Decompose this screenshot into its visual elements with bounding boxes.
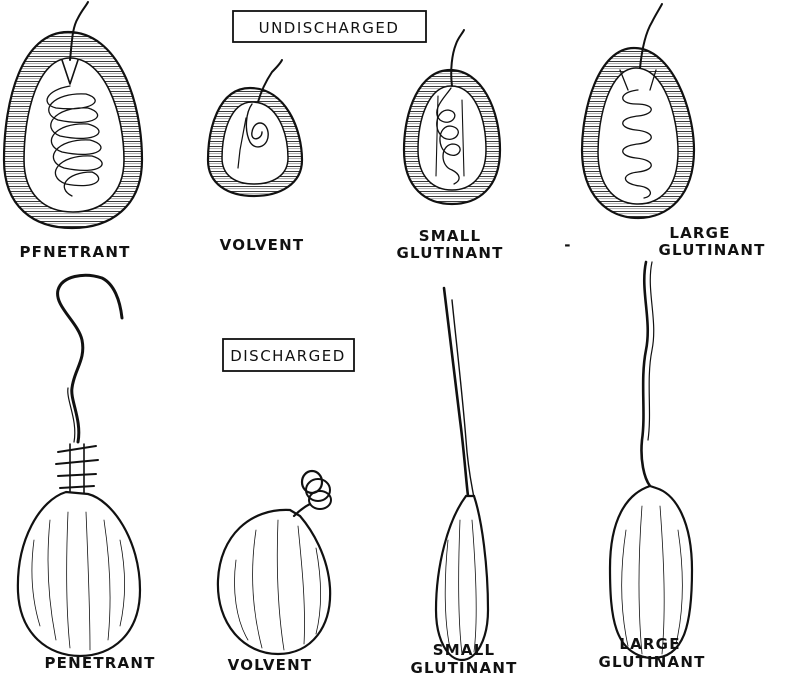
discharged-large-glutinant: [610, 262, 692, 658]
undischarged-penetrant-label: PFNETRANT: [19, 243, 130, 261]
undischarged-heading: UNDISCHARGED: [233, 11, 426, 42]
undischarged-volvent-capsule: [208, 60, 302, 196]
label-line: GLUTINANT: [598, 653, 705, 671]
discharged-heading-text: DISCHARGED: [230, 347, 346, 365]
discharged-penetrant: [18, 275, 140, 656]
label-line: GLUTINANT: [658, 241, 765, 259]
discharged-small-glutinant-label: SMALL GLUTINANT: [410, 641, 517, 677]
stray-mark: -: [564, 236, 571, 254]
discharged-volvent: [218, 471, 331, 654]
discharged-small-glutinant: [436, 288, 488, 660]
label-line: GLUTINANT: [410, 659, 517, 677]
discharged-volvent-label: VOLVENT: [228, 656, 313, 674]
undischarged-penetrant-capsule: [4, 2, 142, 228]
label-line: LARGE: [669, 224, 730, 242]
discharged-penetrant-label: PENETRANT: [44, 654, 155, 672]
label-line: PFNETRANT: [19, 243, 130, 261]
undischarged-volvent-label: VOLVENT: [220, 236, 305, 254]
label-line: VOLVENT: [228, 656, 313, 674]
undischarged-large-glutinant-capsule: [582, 4, 694, 218]
undischarged-large-glutinant-label: LARGE GLUTINANT: [658, 224, 765, 259]
volvent-coil: [294, 471, 331, 516]
label-line: LARGE: [619, 635, 680, 653]
discharged-large-glutinant-label: LARGE GLUTINANT: [598, 635, 705, 671]
undischarged-small-glutinant-label: SMALL GLUTINANT: [396, 227, 503, 262]
discharged-heading: DISCHARGED: [223, 339, 354, 371]
label-line: SMALL: [419, 227, 481, 245]
undischarged-small-glutinant-capsule: [404, 30, 500, 204]
label-line: SMALL: [433, 641, 495, 659]
penetrant-barbs: [56, 444, 98, 496]
label-line: PENETRANT: [44, 654, 155, 672]
label-line: GLUTINANT: [396, 244, 503, 262]
undischarged-heading-text: UNDISCHARGED: [259, 19, 400, 37]
label-line: VOLVENT: [220, 236, 305, 254]
